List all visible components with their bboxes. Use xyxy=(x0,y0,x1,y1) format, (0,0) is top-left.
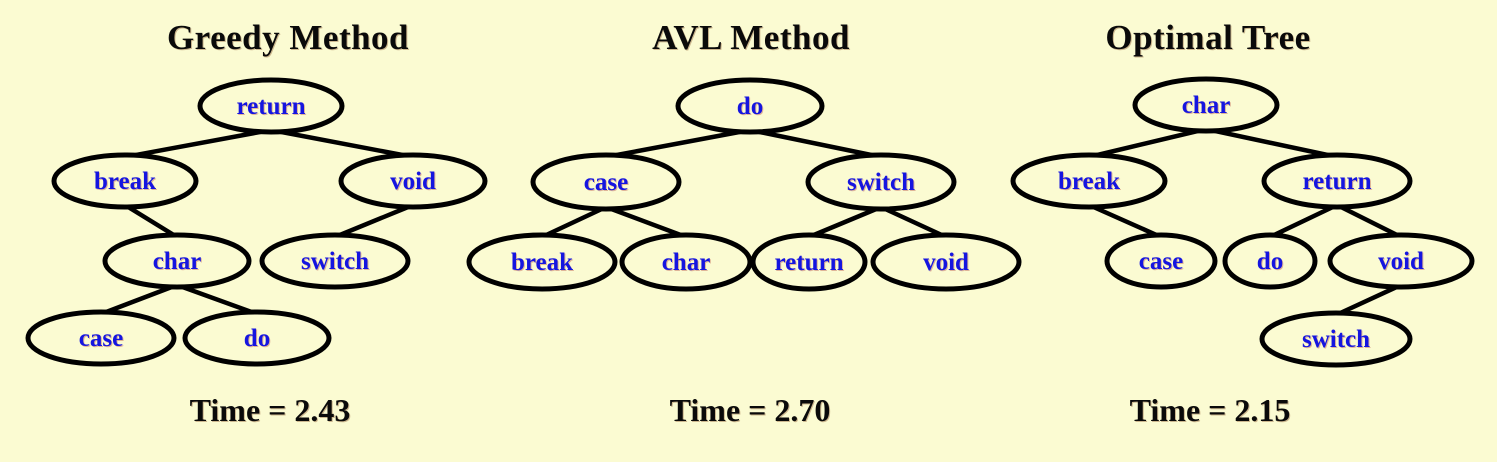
tree-node-ellipse[interactable] xyxy=(1327,232,1475,290)
node-group-optimal xyxy=(1010,76,1475,368)
tree-node-ellipse[interactable] xyxy=(25,309,177,367)
panel-title-avl: AVL Method xyxy=(652,18,850,57)
tree-edge xyxy=(806,204,884,240)
tree-node-ellipse[interactable] xyxy=(197,77,345,135)
tree-node-ellipse[interactable] xyxy=(1104,232,1218,290)
node-group-greedy xyxy=(25,77,488,367)
tree-node-ellipse[interactable] xyxy=(259,232,411,290)
tree-edge xyxy=(1333,282,1404,318)
tree-edge xyxy=(1086,202,1164,240)
time-label-greedy: Time = 2.43 xyxy=(189,392,351,428)
tree-edge xyxy=(539,204,609,240)
tree-node-ellipse[interactable] xyxy=(466,232,618,292)
tree-node-ellipse[interactable] xyxy=(675,77,825,135)
tree-edge xyxy=(1203,126,1340,160)
tree-edge xyxy=(98,282,180,317)
tree-node-ellipse[interactable] xyxy=(805,152,957,212)
tree-edge xyxy=(603,204,689,240)
tree-node-ellipse[interactable] xyxy=(870,232,1022,292)
tree-edge xyxy=(174,282,260,317)
panel-title-greedy: Greedy Method xyxy=(166,18,410,57)
tree-node-ellipse[interactable] xyxy=(530,152,682,212)
tree-edge xyxy=(878,204,949,240)
tree-node-ellipse[interactable] xyxy=(1132,76,1280,134)
tree-edge xyxy=(122,127,274,160)
tree-edge xyxy=(268,127,416,160)
node-group-avl xyxy=(466,77,1022,292)
tree-edge xyxy=(1334,202,1404,240)
edge-group-greedy xyxy=(98,127,416,317)
tree-node-ellipse[interactable] xyxy=(1222,232,1318,290)
tree-node-ellipse[interactable] xyxy=(1261,152,1413,210)
tree-node-ellipse[interactable] xyxy=(51,152,199,210)
time-label-avl: Time = 2.70 xyxy=(669,392,831,428)
tree-edge xyxy=(1267,202,1340,240)
tree-node-ellipse[interactable] xyxy=(102,232,252,290)
edge-group-optimal xyxy=(1086,126,1404,318)
panel-title-optimal: Optimal Tree xyxy=(1105,18,1311,57)
tree-node-ellipse[interactable] xyxy=(750,232,868,292)
time-label-optimal: Time = 2.15 xyxy=(1129,392,1291,428)
tree-edge xyxy=(1086,126,1209,160)
tree-edge xyxy=(747,127,884,160)
tree-edge xyxy=(603,127,753,160)
tree-node-ellipse[interactable] xyxy=(1010,152,1168,210)
edge-group-avl xyxy=(539,127,949,240)
tree-edge xyxy=(332,202,416,240)
tree-node-ellipse[interactable] xyxy=(619,232,753,292)
tree-edge xyxy=(122,202,180,240)
tree-node-ellipse[interactable] xyxy=(1259,310,1413,368)
tree-node-ellipse[interactable] xyxy=(182,309,332,367)
tree-node-ellipse[interactable] xyxy=(338,152,488,210)
